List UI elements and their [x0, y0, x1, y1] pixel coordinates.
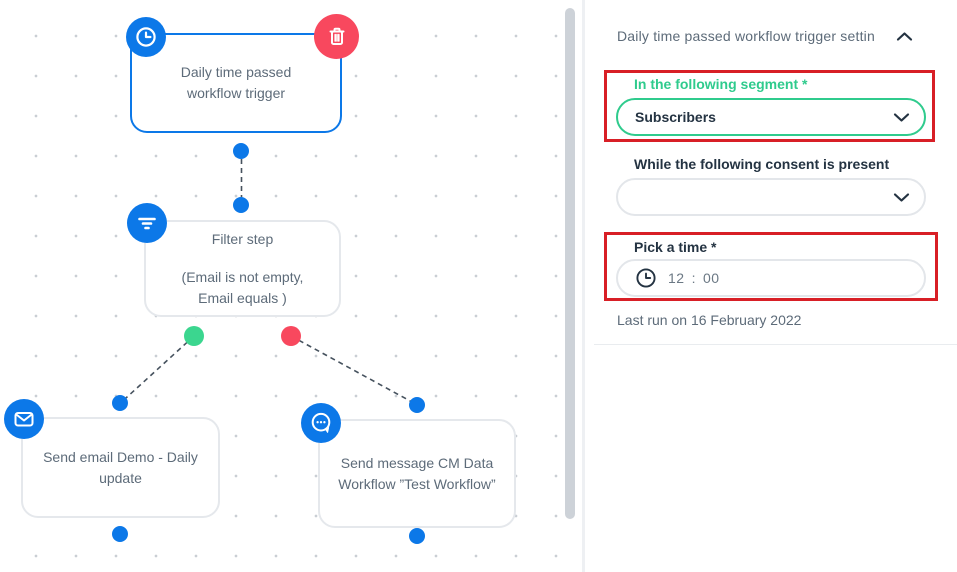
filter-node-title: Filter step — [211, 230, 274, 247]
send-email-node[interactable]: Send email Demo - Daily update — [21, 417, 220, 518]
filter-node[interactable]: Filter step (Email is not empty, Email e… — [144, 220, 341, 317]
filter-node-condition: (Email is not empty, Email equals ) — [181, 268, 304, 306]
consent-label: While the following consent is present — [634, 156, 890, 172]
chevron-down-icon — [893, 112, 910, 122]
panel-header: Daily time passed workflow trigger setti… — [617, 28, 913, 44]
send-email-node-label: Send email Demo - Daily update — [43, 448, 198, 486]
clock-icon — [126, 17, 166, 57]
highlight-box-segment — [604, 70, 935, 142]
filter-false-handle[interactable] — [281, 326, 301, 346]
chevron-up-icon[interactable] — [896, 31, 913, 42]
workflow-canvas[interactable]: Daily time passed workflow trigger Filte… — [0, 0, 562, 572]
panel-divider — [582, 0, 585, 572]
panel-title: Daily time passed workflow trigger setti… — [617, 28, 875, 44]
highlight-box-time — [604, 232, 938, 301]
email-input-handle[interactable] — [112, 395, 128, 411]
section-divider — [594, 344, 957, 345]
trigger-node-label: Daily time passed workflow trigger — [180, 64, 292, 101]
segment-label: In the following segment * — [634, 76, 808, 92]
time-picker-field[interactable]: 12 : 00 — [616, 259, 926, 297]
filter-icon — [127, 203, 167, 243]
filter-true-handle[interactable] — [184, 326, 204, 346]
segment-select[interactable]: Subscribers — [616, 98, 926, 136]
trigger-settings-panel: Daily time passed workflow trigger setti… — [586, 0, 957, 572]
last-run-status: Last run on 16 February 2022 — [617, 312, 802, 328]
send-message-node-label: Send message CM Data Workflow ”Test Work… — [338, 454, 496, 492]
message-output-handle[interactable] — [409, 528, 425, 544]
chevron-down-icon — [893, 192, 910, 202]
time-hour-value[interactable]: 12 — [668, 270, 685, 286]
time-minute-value[interactable]: 00 — [702, 270, 720, 286]
delete-node-button[interactable] — [314, 14, 359, 59]
filter-input-handle[interactable] — [233, 197, 249, 213]
vertical-scrollbar[interactable] — [565, 8, 575, 519]
time-label: Pick a time * — [634, 239, 717, 255]
segment-value: Subscribers — [635, 109, 716, 125]
chat-bubble-icon — [301, 403, 341, 443]
send-message-node[interactable]: Send message CM Data Workflow ”Test Work… — [318, 419, 516, 528]
trash-icon — [329, 27, 344, 45]
envelope-icon — [4, 399, 44, 439]
trigger-node[interactable]: Daily time passed workflow trigger — [130, 33, 342, 133]
consent-select[interactable] — [616, 178, 926, 216]
clock-icon — [636, 268, 656, 288]
trigger-output-handle[interactable] — [233, 143, 249, 159]
email-output-handle[interactable] — [112, 526, 128, 542]
message-input-handle[interactable] — [409, 397, 425, 413]
time-separator: : — [691, 270, 696, 286]
